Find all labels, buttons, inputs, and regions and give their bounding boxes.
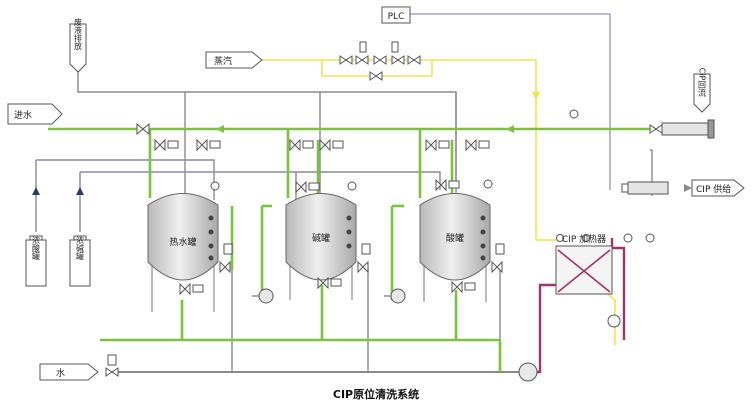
acid-tank-label: 酸罐 [446,232,464,244]
valves [105,41,505,377]
conc-acid-label: 浓酸罐 [32,236,41,261]
heat-exchanger: CIP 加热器 [555,233,613,295]
supply-instrument [621,181,669,195]
steam-box: 蒸汽 [205,51,263,69]
alkali-tank-label: 碱罐 [312,232,330,244]
conc-acid-tank: 浓酸罐 [25,235,47,287]
diagram-caption: CIP原位清洗系统 [333,387,419,401]
cip-supply-box: CIP 供给 [691,179,745,197]
level-probes [208,215,486,261]
plc-box: PLC [381,6,411,24]
water-label: 水 [56,367,65,379]
cip-return-box: CIP回流 [693,68,711,113]
waste-outlet-box: 废液排放 [69,17,87,73]
steam-label: 蒸汽 [214,55,232,67]
heater-label: CIP 加热器 [562,233,606,245]
cip-supply-label: CIP 供给 [696,183,731,195]
water-in-box: 进水 [7,103,63,125]
conc-alkali-tank: 浓碱罐 [69,235,91,287]
waste-outlet-label: 废液排放 [74,17,83,51]
hot-water-tank-label: 热水罐 [169,236,196,248]
return-inlet [649,119,715,139]
gauges [210,109,655,328]
pumps [252,288,538,382]
flow-arrows [32,92,692,195]
acid-tank: 酸罐 [419,193,491,302]
water-box: 水 [39,363,99,381]
cip-return-label: CIP回流 [698,68,707,98]
alkali-tank: 碱罐 [285,193,357,300]
conc-alkali-label: 浓碱罐 [76,236,85,261]
water-in-label: 进水 [14,109,32,121]
hot-water-tank: 热水罐 [147,193,219,312]
plc-label: PLC [388,12,405,22]
purple-piping [36,13,611,190]
